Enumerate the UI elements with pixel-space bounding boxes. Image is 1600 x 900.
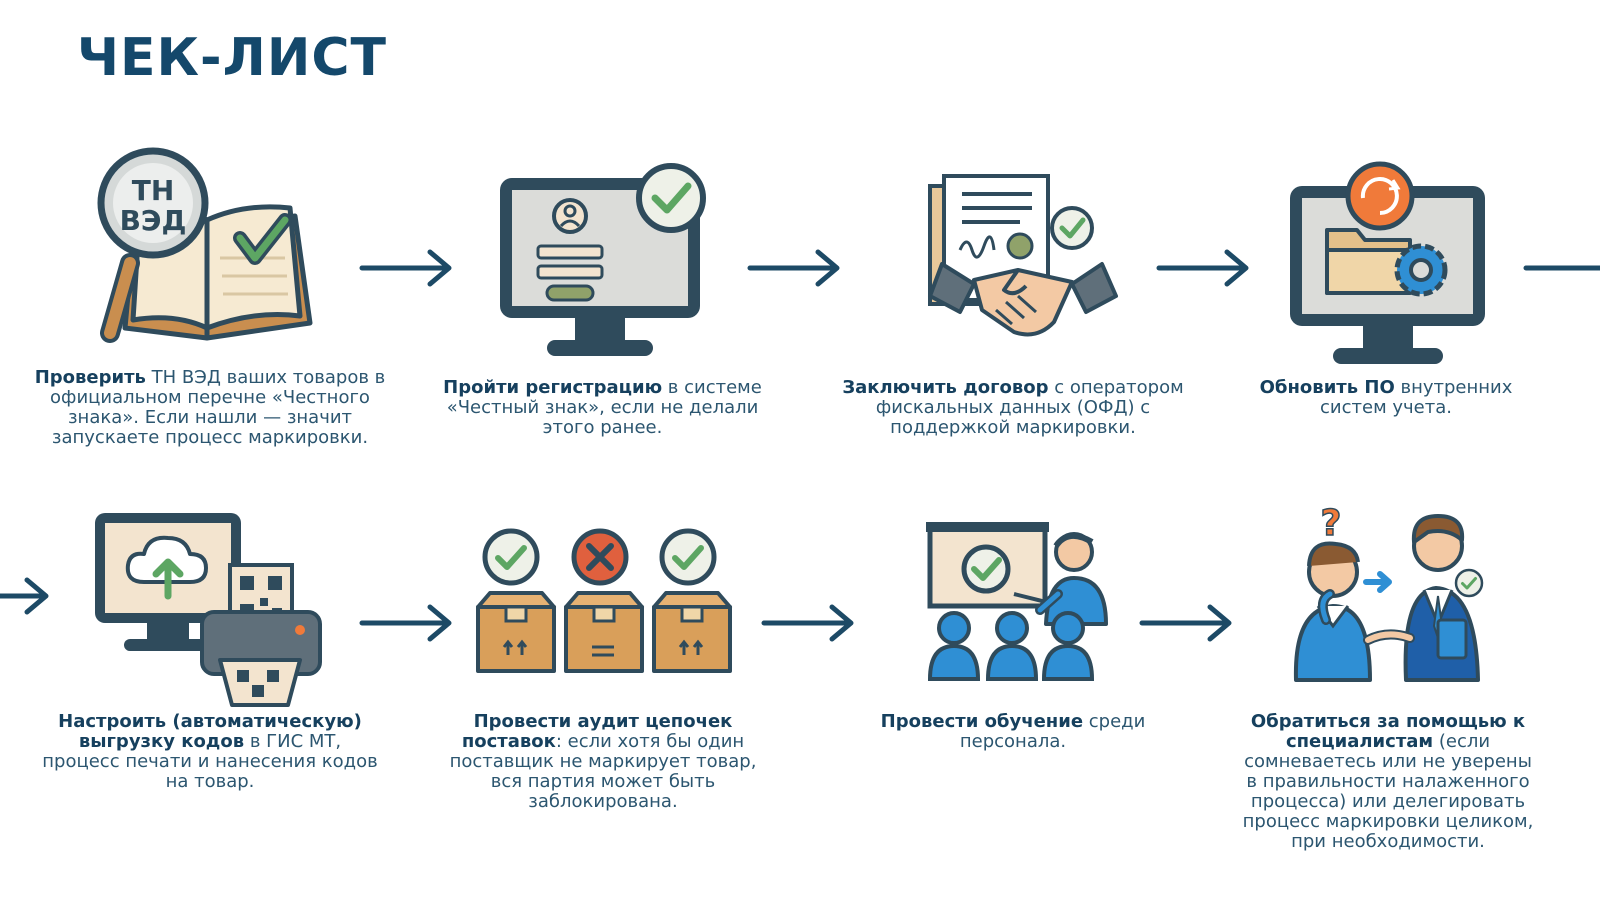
page-title: ЧЕК-ЛИСТ (77, 28, 387, 88)
arrow-right-icon (1156, 249, 1249, 287)
arrow-right-icon (0, 577, 49, 615)
step-caption: Провести обучение среди персонала. (880, 711, 1146, 752)
arrow-right-icon (761, 604, 854, 642)
supply-boxes-icon (476, 525, 732, 673)
step-caption: Пройти регистрацию в системе «Честный зн… (443, 377, 762, 438)
arrow-right-icon (747, 249, 840, 287)
step-caption: Настроить (автоматическую) выгрузку кодо… (42, 711, 378, 792)
staff-training-icon (926, 522, 1108, 681)
arrow-right-icon (1523, 265, 1600, 271)
step-caption: Заключить договор с оператором фискальны… (842, 377, 1184, 438)
step-caption: Обратиться за помощью к специалистам (ес… (1242, 711, 1534, 852)
contract-handshake-icon (928, 174, 1118, 337)
ved-label-line2: ВЭД (120, 204, 187, 237)
arrow-right-icon (1139, 604, 1232, 642)
upload-printer-icon (95, 513, 322, 707)
arrow-right-icon (359, 249, 452, 287)
step-caption: Обновить ПО внутренних систем учета. (1259, 377, 1513, 418)
specialist-help-icon: ? (1293, 502, 1484, 682)
step-caption: Провести аудит цепочек поставок: если хо… (449, 711, 757, 812)
step-caption: Проверить ТН ВЭД ваших товаров в официал… (34, 367, 386, 448)
book-magnifier-icon: ТН ВЭД (97, 147, 313, 343)
software-update-icon (1290, 161, 1485, 364)
arrow-right-icon (359, 604, 452, 642)
svg-text:?: ? (1321, 503, 1342, 544)
registration-monitor-icon (500, 163, 706, 356)
ved-label-line1: ТН (132, 174, 175, 207)
